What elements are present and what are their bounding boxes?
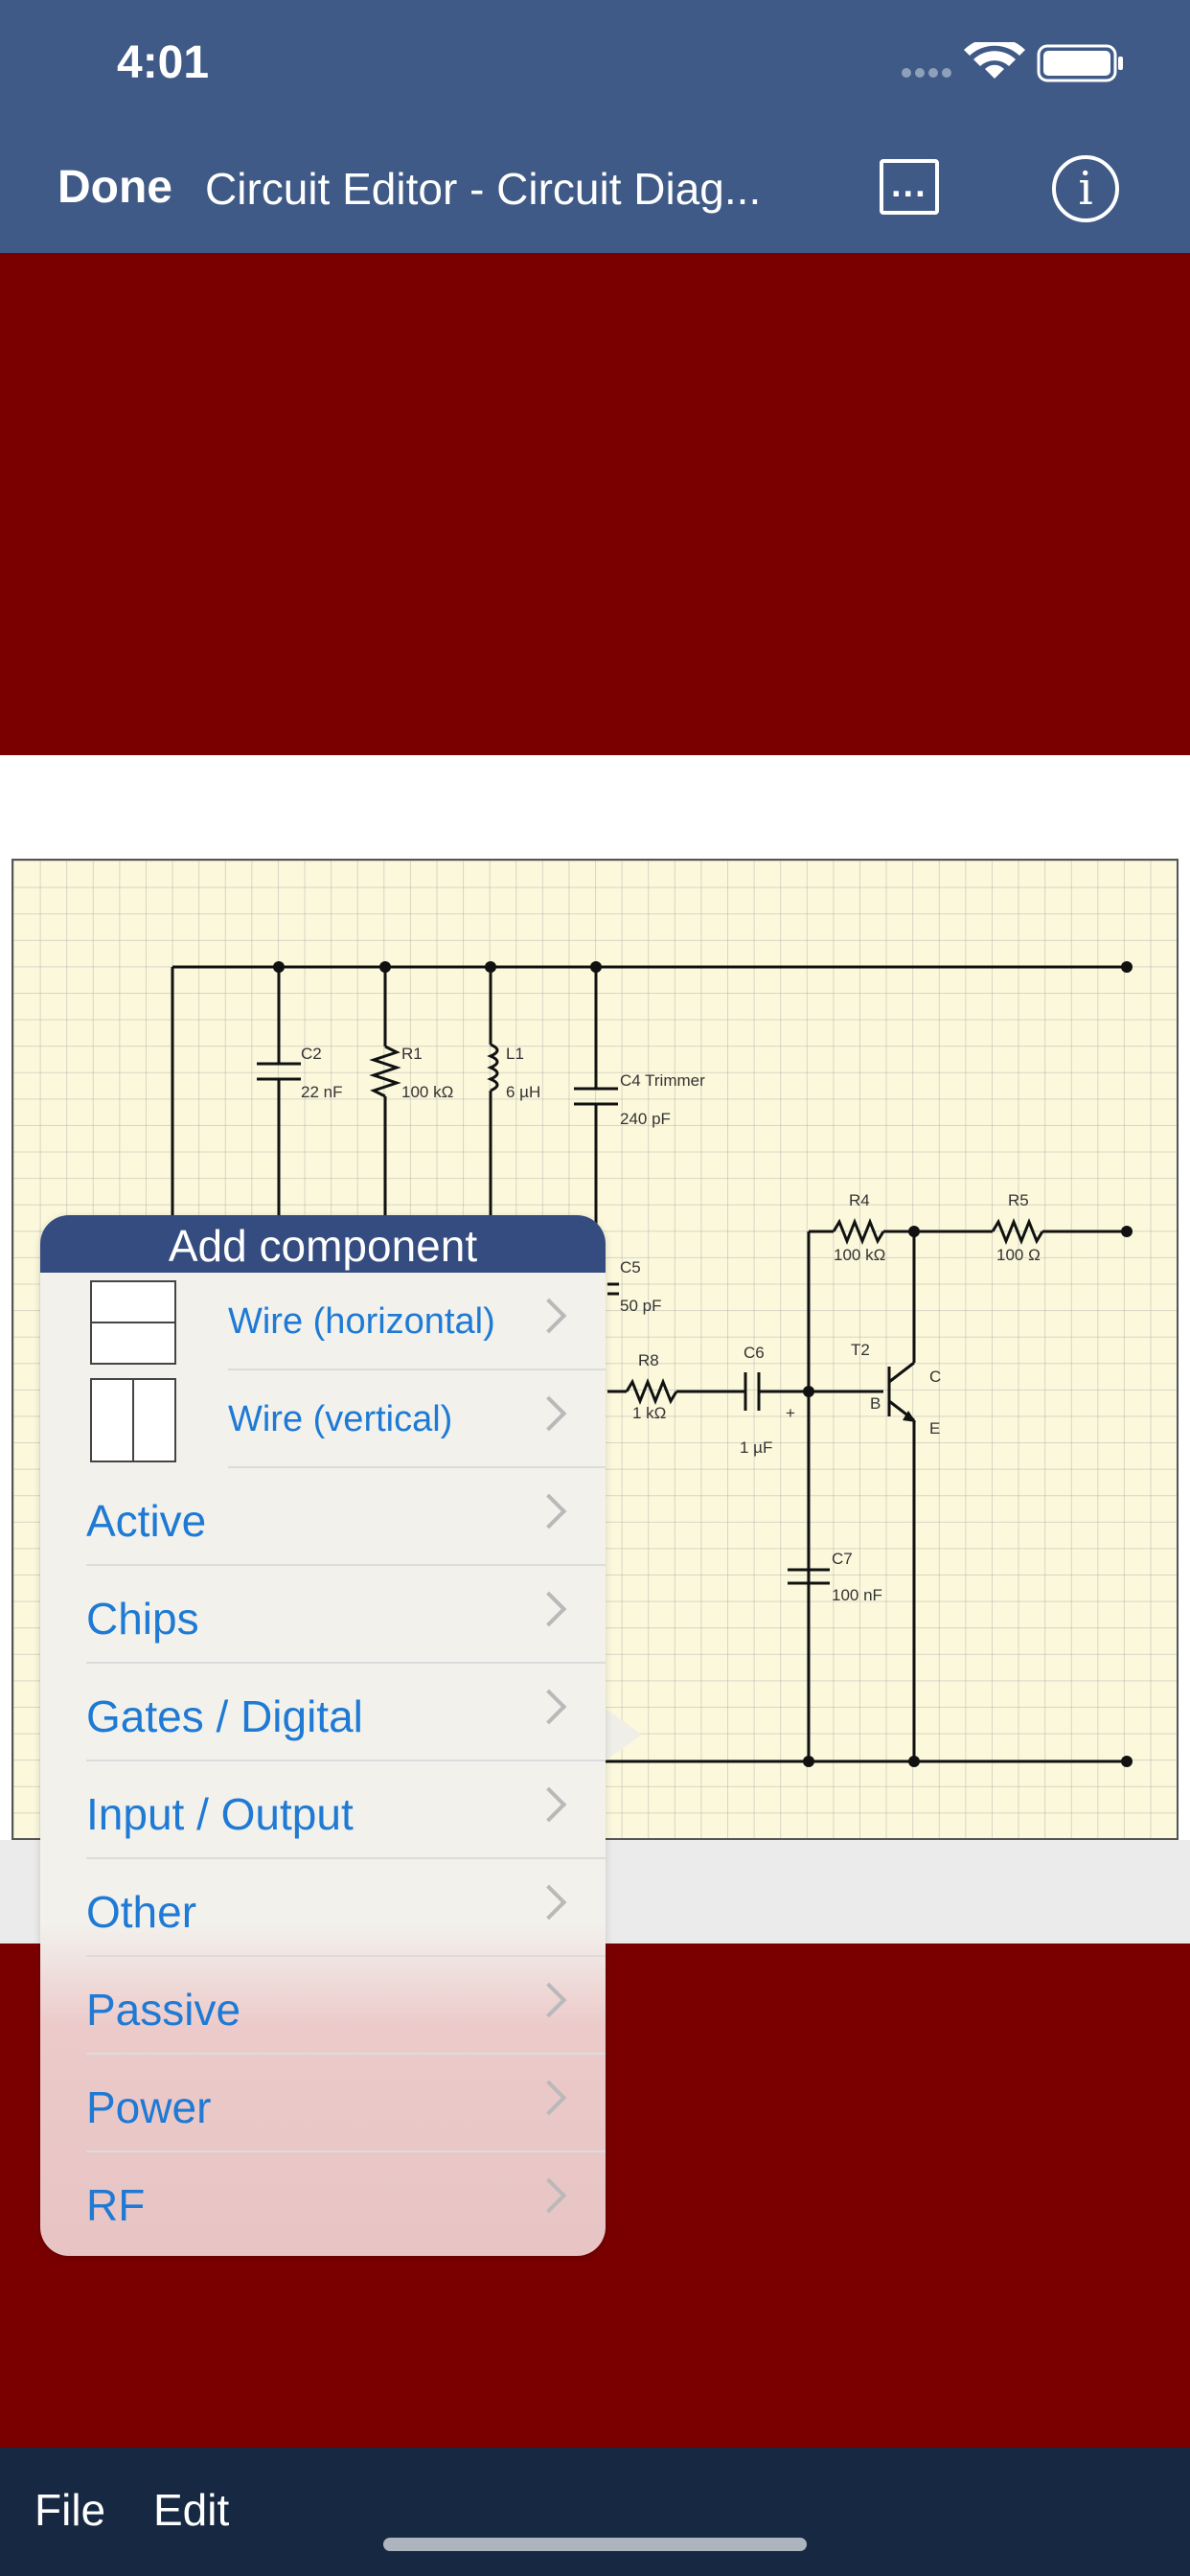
label-r1-value: 100 kΩ [401,1083,453,1101]
edit-menu-button[interactable]: Edit [153,2485,230,2535]
label-l1-value: 6 µH [506,1083,540,1101]
divider [86,2053,606,2055]
menu-item-label: Gates / Digital [86,1691,363,1741]
label-c4-value: 240 pF [620,1110,671,1128]
popover-arrow [602,1706,642,1763]
chevron-right-icon [531,2177,567,2214]
chevron-right-icon [531,1298,567,1334]
label-r5: R5 [1008,1191,1029,1209]
bottom-toolbar [0,2448,1190,2576]
label-r8-value: 1 kΩ [632,1404,666,1422]
popover-title: Add component [40,1215,606,1273]
file-menu-button[interactable]: File [34,2485,106,2535]
divider [86,1760,606,1761]
chevron-right-icon [531,1982,567,2018]
menu-item-label: Other [86,1887,197,1937]
label-c5: C5 [620,1258,641,1276]
divider [228,1368,606,1370]
menu-item-label: RF [86,2180,146,2230]
wifi-icon [964,42,1025,79]
more-button[interactable]: ... [880,159,939,215]
divider [228,1466,606,1468]
menu-item-other[interactable]: Other [40,1859,606,1957]
menu-item-passive[interactable]: Passive [40,1957,606,2055]
add-component-popover: Add component Wire (horizontal) Wire (ve… [40,1215,606,2256]
chevron-right-icon [531,2080,567,2116]
menu-item-active[interactable]: Active [40,1468,606,1566]
menu-item-rf[interactable]: RF [40,2152,606,2250]
label-c7: C7 [832,1550,853,1568]
divider [86,1662,606,1664]
label-t2: T2 [851,1341,870,1359]
divider [86,2150,606,2152]
menu-item-label: Input / Output [86,1789,354,1839]
menu-item-input-output[interactable]: Input / Output [40,1761,606,1859]
menu-item-label: Power [86,2082,212,2132]
menu-item-label: Active [86,1496,207,1546]
label-t2-collector: C [929,1368,941,1386]
home-indicator[interactable] [383,2538,807,2551]
status-time: 4:01 [117,37,210,88]
label-c2-value: 22 nF [301,1083,342,1101]
divider [86,1955,606,1957]
document-title: Circuit Editor - Circuit Diag... [205,164,762,214]
wire-vertical-icon [90,1378,176,1462]
label-c2: C2 [301,1045,322,1063]
label-r1: R1 [401,1045,423,1063]
menu-item-chips[interactable]: Chips [40,1566,606,1664]
menu-item-wire-vertical[interactable]: Wire (vertical) [40,1370,606,1468]
info-button[interactable]: i [1052,155,1119,222]
menu-item-power[interactable]: Power [40,2055,606,2152]
cellular-signal-icon [902,68,951,78]
chevron-right-icon [531,1395,567,1432]
label-t2-base: B [870,1394,881,1413]
battery-icon [1037,44,1123,82]
chevron-right-icon [531,1689,567,1725]
label-r8: R8 [638,1351,659,1369]
wire-horizontal-icon [90,1280,176,1365]
red-background-top [0,253,1190,755]
label-c5-value: 50 pF [620,1297,661,1315]
label-r4-value: 100 kΩ [834,1246,885,1264]
chevron-right-icon [531,1786,567,1823]
menu-item-wire-horizontal[interactable]: Wire (horizontal) [40,1273,606,1370]
label-r4: R4 [849,1191,870,1209]
circuit-schematic[interactable]: C2 22 nF R1 100 kΩ L1 6 µH C4 Trimmer 24… [13,861,1180,1842]
menu-item-label: Wire (vertical) [228,1399,453,1439]
label-t2-emitter: E [929,1419,940,1438]
label-c6-value: 1 µF [740,1438,772,1457]
menu-item-gates-digital[interactable]: Gates / Digital [40,1664,606,1761]
label-c7-value: 100 nF [832,1586,882,1604]
status-icons [902,42,1123,82]
label-c6: C6 [744,1344,765,1362]
menu-item-label: Chips [86,1594,199,1644]
divider [86,1857,606,1859]
menu-item-label: Wire (horizontal) [228,1301,495,1342]
chevron-right-icon [531,1884,567,1920]
label-c4: C4 Trimmer [620,1071,705,1090]
label-r5-value: 100 Ω [996,1246,1041,1264]
chevron-right-icon [531,1591,567,1627]
menu-item-label: Passive [86,1985,241,2035]
divider [86,1564,606,1566]
more-icon: ... [891,165,927,205]
chevron-right-icon [531,1493,567,1530]
label-l1: L1 [506,1045,524,1063]
done-button[interactable]: Done [57,162,172,213]
label-polarity: + [786,1404,795,1422]
